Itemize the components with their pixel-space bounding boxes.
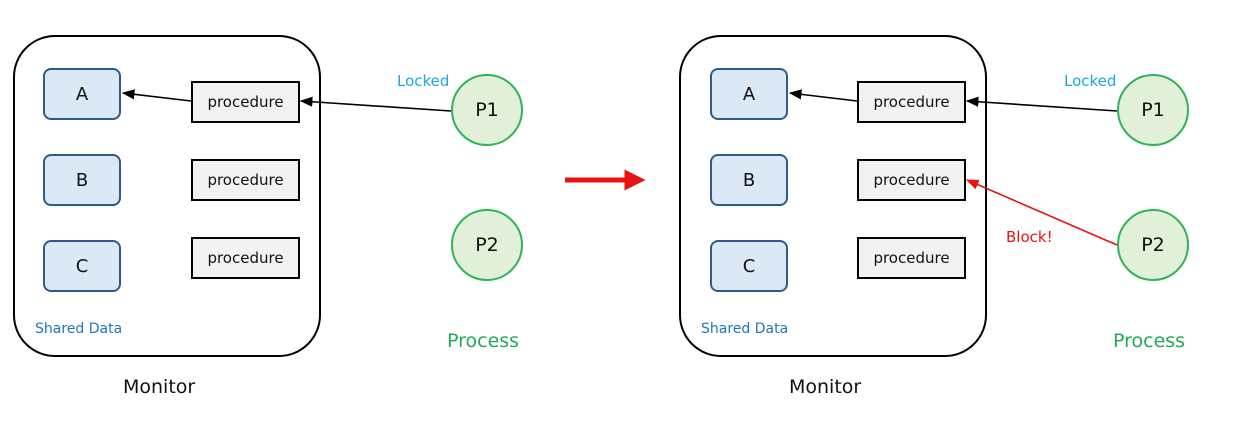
arrow-procedure-to-a: [121, 89, 192, 102]
shared-data-a: A: [710, 68, 788, 120]
procedure-2: procedure: [191, 159, 300, 201]
shared-data-label: Shared Data: [35, 321, 123, 337]
procedure-2: procedure: [857, 159, 966, 201]
procedure-1: procedure: [191, 81, 300, 123]
shared-data-c: C: [710, 240, 788, 292]
arrow-p1-to-procedure: [965, 96, 1118, 112]
shared-data-label: Shared Data: [701, 321, 789, 337]
monitor-label: Monitor: [789, 376, 862, 398]
locked-label: Locked: [397, 72, 450, 90]
locked-label: Locked: [1064, 72, 1117, 90]
shared-data-b: B: [710, 154, 788, 206]
process-label: Process: [447, 330, 520, 352]
monitor-label: Monitor: [123, 376, 196, 398]
process-p1: P1: [451, 74, 523, 146]
process-p1: P1: [1117, 74, 1189, 146]
shared-data-c: C: [43, 240, 121, 292]
procedure-1: procedure: [857, 81, 966, 123]
block-label: Block!: [1006, 228, 1053, 246]
process-p2: P2: [451, 209, 523, 281]
procedure-3: procedure: [191, 237, 300, 279]
arrow-p1-to-procedure: [299, 96, 452, 112]
shared-data-a: A: [43, 68, 121, 120]
arrow-procedure-to-a: [788, 89, 858, 102]
arrow-p2-blocked: [965, 179, 1118, 246]
process-label: Process: [1113, 330, 1186, 352]
procedure-3: procedure: [857, 237, 966, 279]
shared-data-b: B: [43, 154, 121, 206]
process-p2: P2: [1117, 209, 1189, 281]
